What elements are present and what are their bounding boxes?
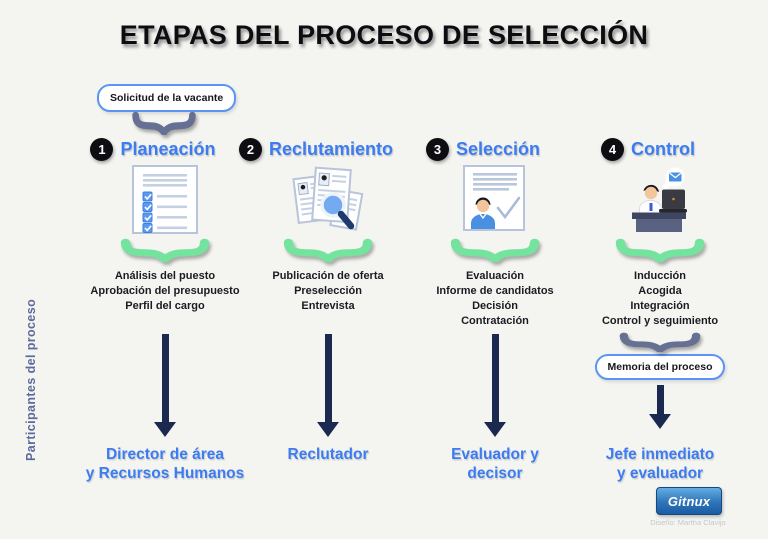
stage-header: 2 Reclutamiento <box>238 137 394 161</box>
resume-search-icon <box>289 165 367 235</box>
stage-title: Reclutamiento <box>268 138 394 159</box>
task-item: Evaluación <box>465 270 525 282</box>
down-arrow-icon <box>484 334 506 437</box>
stage-extra: Memoria del proceso <box>595 332 725 429</box>
stage-header: 1 Planeación <box>90 137 216 161</box>
stage-header: 3 Selección <box>425 137 541 161</box>
task-item: Análisis del puesto <box>114 270 216 282</box>
task-item: Control y seguimiento <box>601 315 719 327</box>
brand-logo-text: Gitnux <box>667 493 711 509</box>
down-arrow-icon <box>649 385 671 429</box>
stage-column: 2 Reclutamiento <box>238 137 413 464</box>
curly-brace-down-icon <box>132 111 196 135</box>
vertical-axis-label: Participantes del proceso <box>24 298 38 461</box>
stage-header: 4 Control <box>601 137 695 161</box>
vacancy-request-label: Solicitud de la vacante <box>110 92 224 104</box>
process-memory-label: Memoria del proceso <box>607 361 713 373</box>
curly-brace-down-icon <box>450 238 540 262</box>
stage-title: Control <box>631 138 695 159</box>
participant-line: Evaluador y <box>451 446 539 463</box>
task-item: Perfil del cargo <box>125 300 205 312</box>
desk-worker-icon <box>621 165 699 235</box>
participant-line: Jefe inmediato <box>605 446 715 463</box>
stage-bottom: Memoria del proceso <box>595 332 725 440</box>
stage-participant: Director de área y Recursos Humanos <box>86 445 245 483</box>
task-item: Inducción <box>634 270 686 282</box>
task-item: Decisión <box>472 300 518 312</box>
task-item: Integración <box>630 300 690 312</box>
down-arrow-icon <box>154 334 176 437</box>
stage-number-badge: 1 <box>90 137 114 161</box>
task-item: Preselección <box>294 285 362 297</box>
process-memory-box: Memoria del proceso <box>595 354 725 380</box>
participant-line: y evaluador <box>616 465 704 482</box>
participant-line: y Recursos Humanos <box>85 465 245 482</box>
task-item: Contratación <box>461 315 529 327</box>
brand-logo: Gitnux <box>656 487 722 515</box>
down-arrow-icon <box>317 334 339 437</box>
stage-number-badge: 4 <box>601 137 624 161</box>
stage-bottom <box>154 332 176 440</box>
curly-brace-down-icon <box>283 238 373 262</box>
page-title: ETAPAS DEL PROCESO DE SELECCIÓN <box>119 20 649 50</box>
checklist-document-icon <box>126 165 204 235</box>
stage-bottom <box>317 332 339 440</box>
task-item: Informe de candidatos <box>436 285 554 297</box>
curly-brace-down-icon <box>619 332 701 352</box>
task-item: Entrevista <box>301 300 355 312</box>
candidate-check-icon <box>456 165 534 235</box>
stage-title: Selección <box>455 138 541 159</box>
task-item: Aprobación del presupuesto <box>90 285 240 297</box>
stage-participant: Reclutador <box>288 445 369 464</box>
stage-bottom <box>484 332 506 440</box>
stage-participant: Jefe inmediato y evaluador <box>606 445 715 483</box>
design-credit: Diseño: Martha Clavijo <box>650 518 726 527</box>
participant-line: decisor <box>467 465 523 482</box>
participant-line: Director de área <box>105 446 225 463</box>
vacancy-request-box: Solicitud de la vacante <box>97 84 237 112</box>
participant-line: Reclutador <box>287 446 369 463</box>
curly-brace-down-icon <box>615 238 705 262</box>
stage-participant: Evaluador y decisor <box>451 445 539 483</box>
stage-title: Planeación <box>120 138 216 159</box>
curly-brace-down-icon <box>120 238 210 262</box>
stage-number-badge: 2 <box>238 137 262 161</box>
stage-number-badge: 3 <box>425 137 449 161</box>
task-item: Publicación de oferta <box>272 270 384 282</box>
task-item: Acogida <box>638 285 682 297</box>
